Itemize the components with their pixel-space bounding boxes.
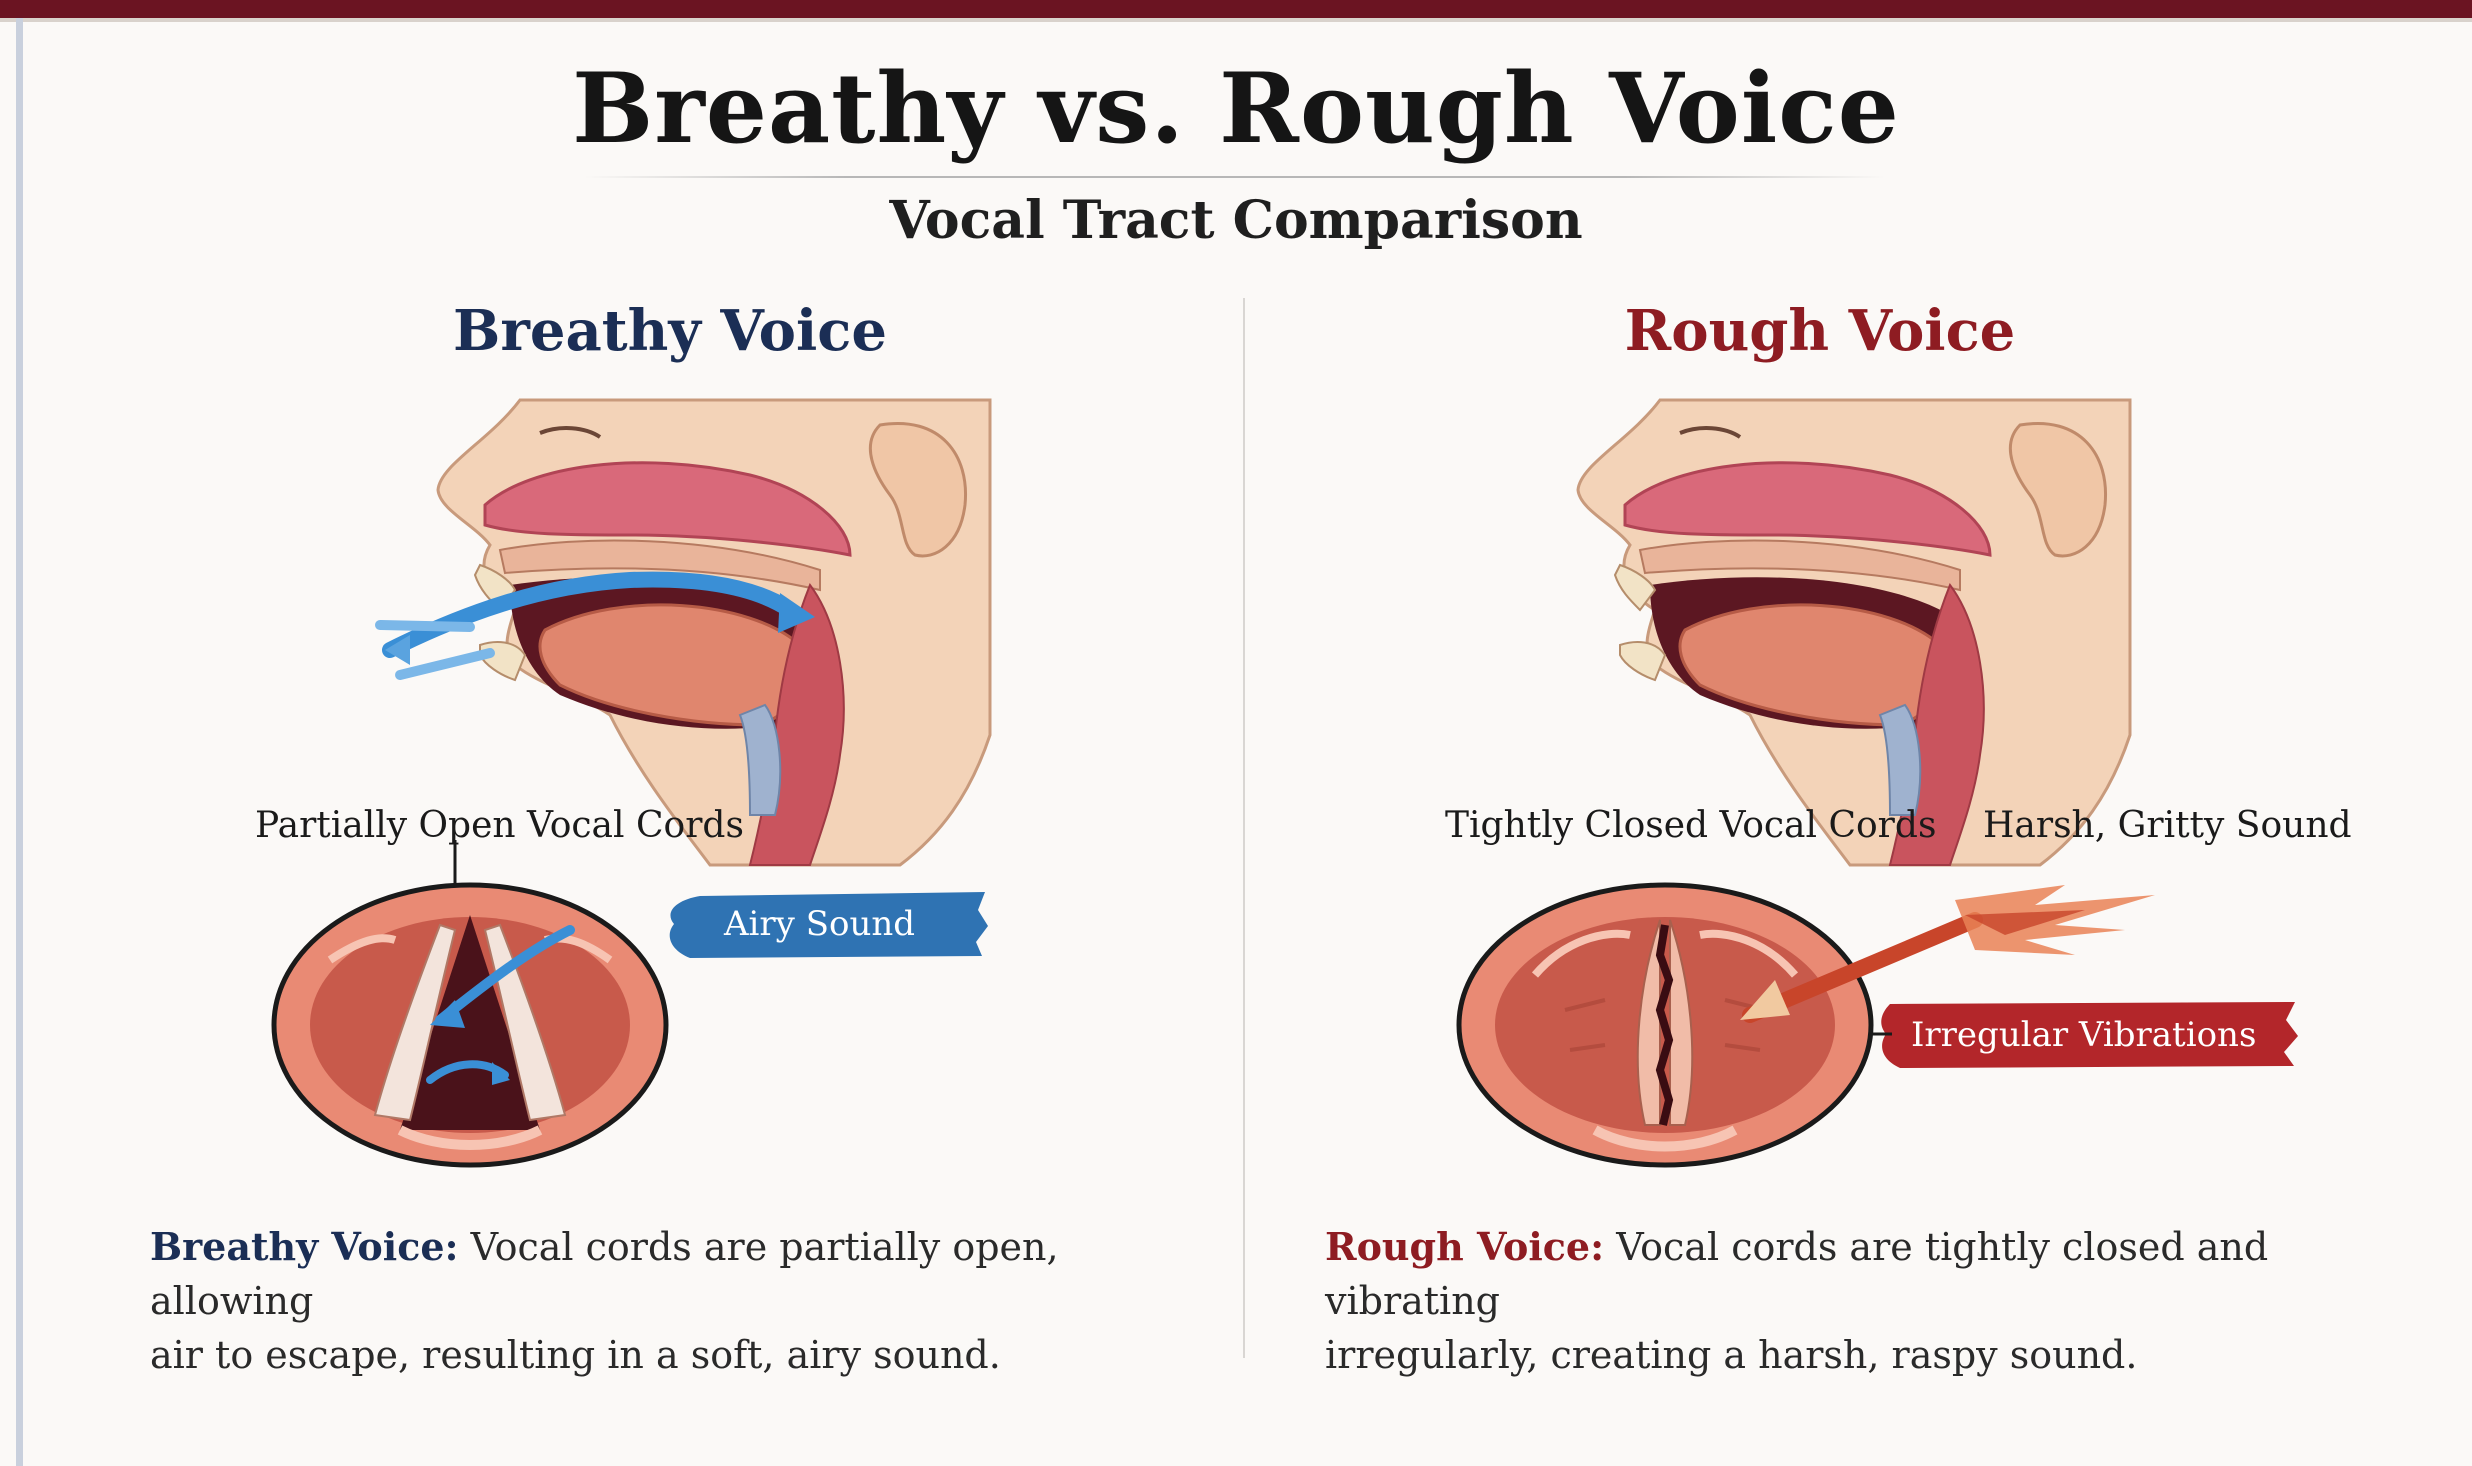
breathy-heading: Breathy Voice <box>320 298 1020 364</box>
rough-heading: Rough Voice <box>1470 298 2170 364</box>
top-banner <box>0 0 2472 18</box>
title-divider <box>585 176 1885 178</box>
breathy-airy-sound-label: Airy Sound <box>706 896 933 952</box>
breathy-description-line2: air to escape, resulting in a soft, airy… <box>150 1333 1001 1377</box>
rough-cord-label: Tightly Closed Vocal Cords <box>1445 805 1936 846</box>
breathy-vocal-cords <box>270 880 670 1170</box>
breathy-description: Breathy Voice: Vocal cords are partially… <box>150 1220 1170 1382</box>
breathy-cord-label: Partially Open Vocal Cords <box>255 805 744 846</box>
rough-description-term: Rough Voice: <box>1325 1224 1604 1269</box>
rough-head-illustration <box>1520 395 2160 865</box>
rough-vibrations-label: Irregular Vibrations <box>1893 1007 2274 1063</box>
column-divider <box>1243 298 1245 1358</box>
top-banner-rule <box>0 18 2472 22</box>
page-subtitle: Vocal Tract Comparison <box>0 190 2472 251</box>
breathy-description-term: Breathy Voice: <box>150 1224 459 1269</box>
rough-description: Rough Voice: Vocal cords are tightly clo… <box>1325 1220 2405 1382</box>
page-title: Breathy vs. Rough Voice <box>0 52 2472 165</box>
breathy-head-illustration <box>380 395 1020 865</box>
rough-description-line2: irregularly, creating a harsh, raspy sou… <box>1325 1333 2137 1377</box>
rough-sound-label: Harsh, Gritty Sound <box>1983 805 2352 846</box>
